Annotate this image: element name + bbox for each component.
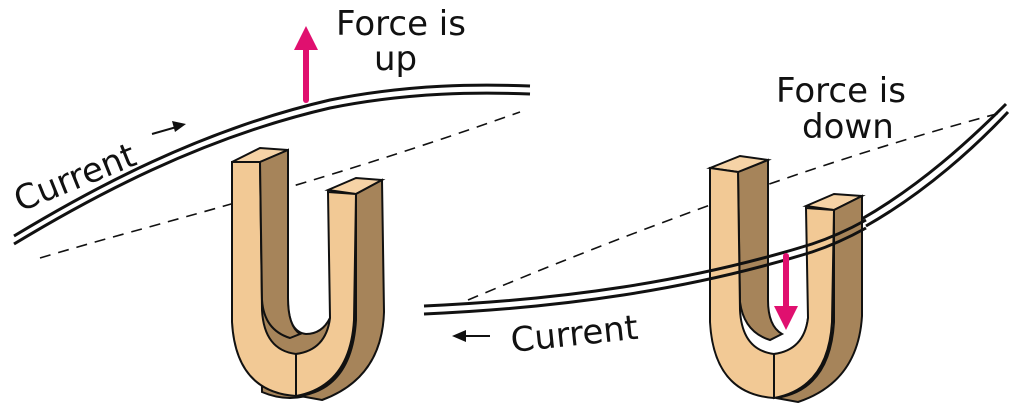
right-force-arrow xyxy=(774,253,798,330)
left-current-arrow xyxy=(151,121,186,135)
right-wire-front xyxy=(423,218,867,316)
left-magnet-right-side xyxy=(299,178,386,402)
left-magnet-left-side xyxy=(258,148,303,340)
right-current-arrow xyxy=(452,330,490,342)
right-magnet xyxy=(706,154,866,404)
right-magnet-left-side xyxy=(736,158,785,342)
left-magnet xyxy=(231,146,386,402)
right-magnet-right-side xyxy=(775,194,863,404)
left-panel: Force is up Current xyxy=(8,4,531,402)
right-magnet-right-front xyxy=(773,206,836,400)
left-force-arrow xyxy=(294,26,318,103)
left-wire xyxy=(13,83,531,246)
right-panel: Force is down Current xyxy=(423,71,1010,404)
right-force-label-line2: down xyxy=(802,107,894,147)
left-force-label-line1: Force is xyxy=(336,4,466,44)
right-force-label-line1: Force is xyxy=(776,71,906,111)
left-magnet-right-front xyxy=(295,190,358,398)
right-current-label: Current xyxy=(509,308,640,361)
right-wire-back xyxy=(859,102,1010,228)
left-force-label-line2: up xyxy=(374,39,417,79)
